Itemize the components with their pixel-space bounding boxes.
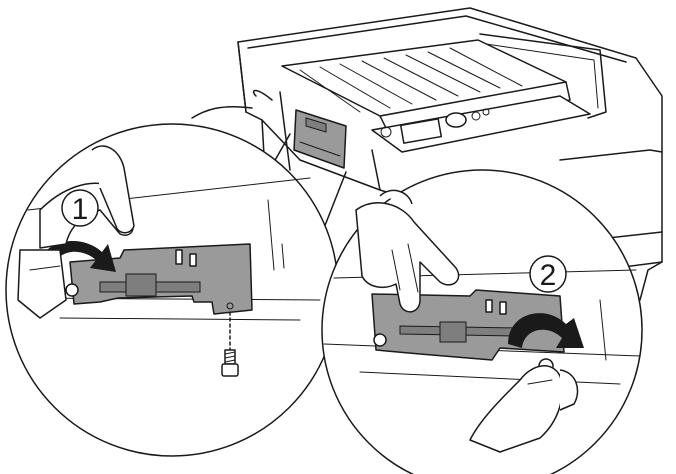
- step-2-detail: 2: [321, 169, 643, 474]
- hand: [469, 365, 579, 453]
- hand: [17, 145, 135, 319]
- output-tray: [281, 39, 571, 133]
- interface-plate: [69, 243, 253, 315]
- step-1-detail: 1: [5, 123, 339, 457]
- thumbscrew-icon: [221, 311, 239, 377]
- control-panel: [371, 95, 591, 153]
- plate-screw: [65, 283, 79, 297]
- step-2-badge: 2: [529, 255, 567, 293]
- step-1-badge: 1: [61, 189, 99, 227]
- clockwise-arrow-icon: [508, 313, 584, 348]
- step-1-number: 1: [72, 193, 89, 226]
- plate-screw: [373, 333, 387, 347]
- step-2-number: 2: [540, 259, 557, 292]
- hand: [355, 189, 460, 313]
- counterclockwise-arrow-icon: [36, 240, 116, 272]
- side-panel-opening: [293, 109, 347, 169]
